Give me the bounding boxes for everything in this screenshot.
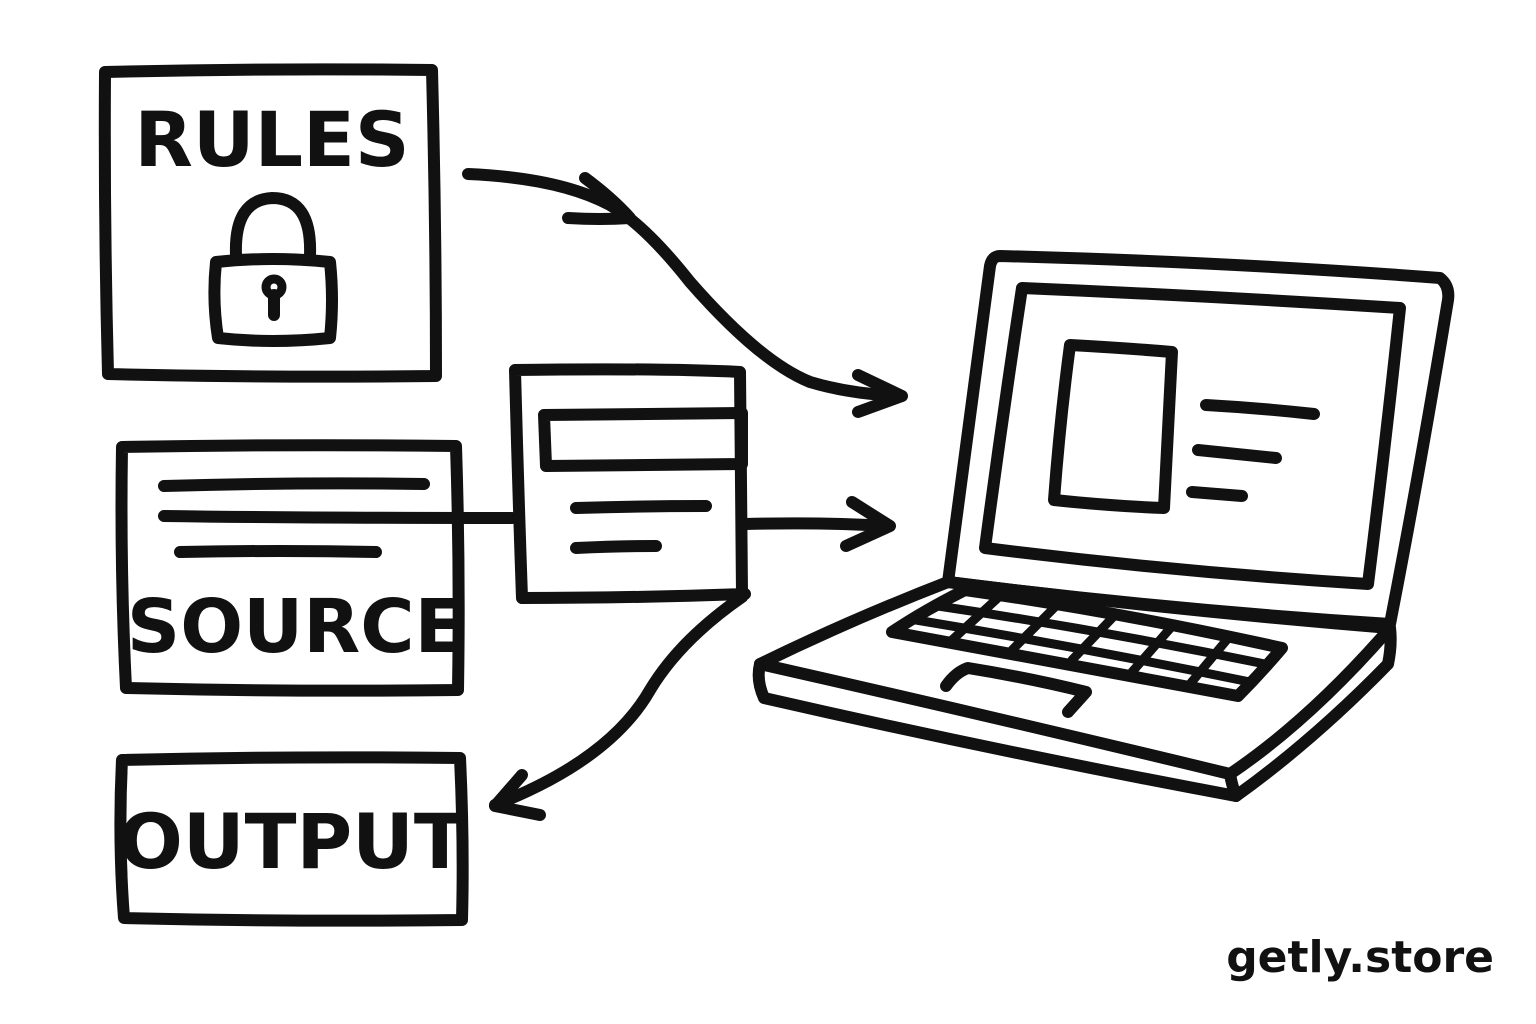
arrow-document-to-laptop — [740, 496, 896, 552]
screen-line-2 — [1192, 444, 1282, 464]
screen-panel — [1048, 339, 1178, 514]
source-line-1 — [158, 477, 430, 492]
screen-line-1 — [1200, 399, 1320, 420]
lock-icon — [208, 192, 338, 347]
output-label: OUTPUT — [118, 797, 466, 886]
document-line-1 — [570, 500, 712, 514]
source-box — [115, 439, 518, 697]
screen-line-3 — [1186, 486, 1248, 502]
touchpad — [940, 662, 1092, 718]
laptop-icon — [752, 250, 1455, 802]
source-label: SOURCE — [127, 584, 465, 670]
output-box — [114, 751, 469, 927]
rules-label: RULES — [134, 95, 409, 184]
document-line-2 — [570, 540, 662, 554]
rules-box — [98, 63, 442, 383]
keyboard — [886, 584, 1288, 702]
document-header-bar — [538, 407, 748, 472]
source-line-3 — [174, 545, 382, 558]
arrow-document-to-output — [489, 591, 748, 821]
brand-watermark: getly.store — [1226, 932, 1494, 983]
source-line-2 — [158, 510, 518, 524]
document-icon — [509, 363, 751, 604]
laptop-screen — [979, 282, 1406, 590]
arrow-rules-to-laptop — [462, 168, 908, 418]
